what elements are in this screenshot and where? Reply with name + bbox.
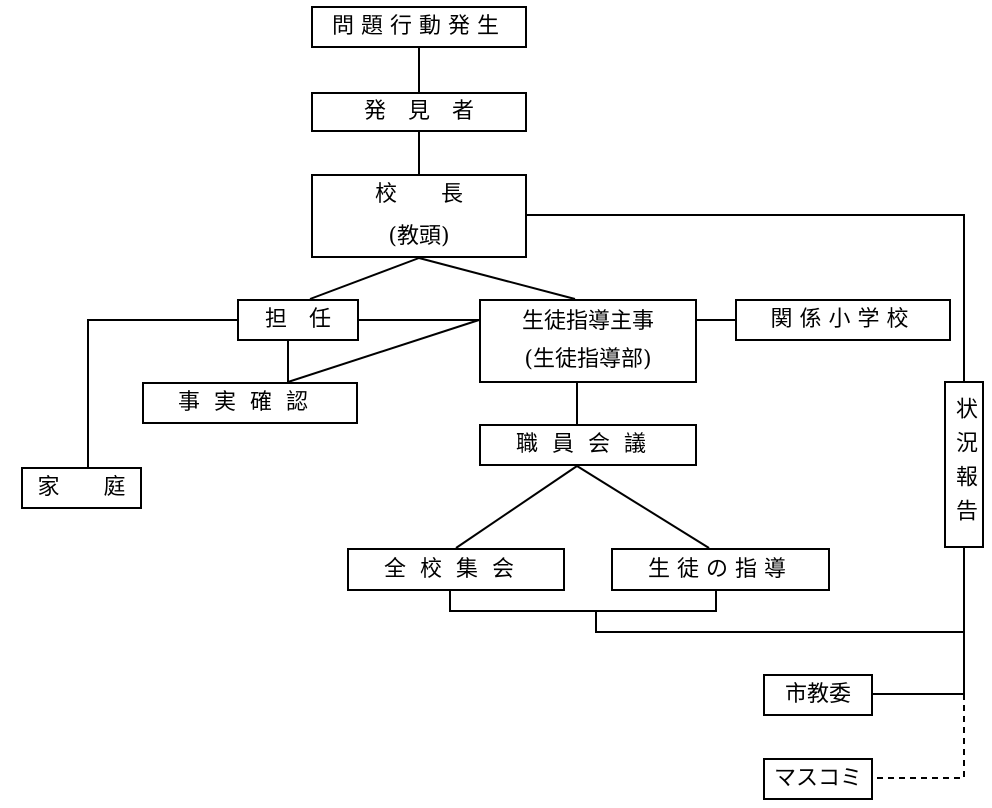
status-report-label: 状況報告 (952, 396, 977, 533)
staff-meeting-label: 職員会議 (515, 432, 660, 457)
guidance-head-box: 生徒指導主事 (生徒指導部) (479, 299, 697, 383)
elementary-school-label: 関係小学校 (770, 307, 916, 332)
city-board-label: 市教委 (784, 682, 851, 707)
status-report-box: 状況報告 (944, 381, 984, 548)
elementary-school-box: 関係小学校 (735, 299, 951, 341)
guidance-head-sub-label: (生徒指導部) (524, 347, 652, 372)
guidance-head-label: 生徒指導主事 (521, 309, 654, 334)
fact-check-label: 事実確認 (177, 390, 322, 415)
school-assembly-label: 全校集会 (383, 556, 528, 582)
staff-meeting-box: 職員会議 (479, 424, 697, 466)
city-board-box: 市教委 (763, 674, 873, 716)
principal-sub-label: (教頭) (388, 224, 450, 249)
student-guidance-box: 生徒の指導 (611, 548, 830, 591)
homeroom-teacher-box: 担 任 (237, 299, 359, 341)
family-label: 家 庭 (37, 475, 126, 500)
principal-box: 校 長 (教頭) (311, 174, 527, 258)
media-label: マスコミ (773, 766, 862, 791)
discoverer-label: 発 見 者 (363, 99, 474, 124)
family-box: 家 庭 (21, 467, 142, 509)
discoverer-box: 発 見 者 (311, 92, 527, 132)
student-guidance-label: 生徒の指導 (647, 556, 793, 582)
homeroom-teacher-label: 担 任 (264, 307, 331, 332)
school-assembly-box: 全校集会 (347, 548, 565, 591)
problem-occurrence-label: 問題行動発生 (331, 14, 506, 39)
media-box: マスコミ (763, 758, 873, 800)
problem-occurrence-box: 問題行動発生 (311, 6, 527, 48)
principal-label: 校 長 (374, 182, 463, 207)
fact-check-box: 事実確認 (142, 382, 358, 424)
